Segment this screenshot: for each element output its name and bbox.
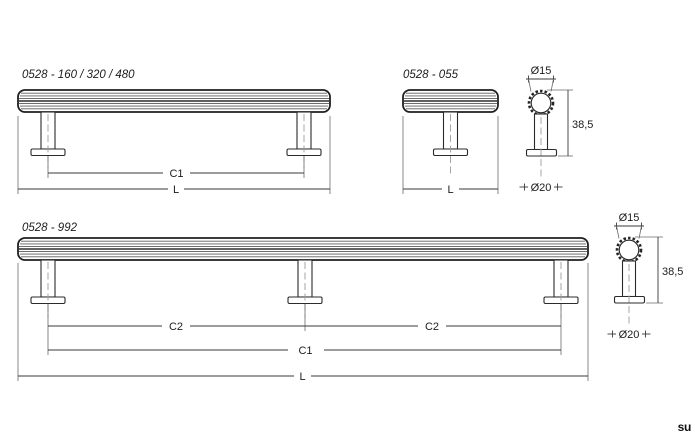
dimension-label-base-diameter: Ø20 [531,182,552,194]
extension-line [638,225,642,239]
dimension-label-top-diameter: Ø15 [619,212,640,224]
product-label: 0528 - 992 [22,222,78,234]
dimension-label-l: L [299,371,305,383]
dimension-label-l: L [447,184,453,196]
extension-line [528,78,532,92]
dimension-label-c1: C1 [298,345,312,357]
handle-bar-section [530,92,552,114]
dimension-label-c1: C1 [169,168,183,180]
side-view-top: Ø15 38,5 Ø20 [519,65,593,194]
extension-line [550,78,554,92]
post-flange [525,148,558,157]
dimension-label-top-diameter: Ø15 [531,65,552,77]
drawing-0528-160-320-480: 0528 - 160 / 320 / 480 C1 L [17,69,331,196]
post-flange [613,295,646,304]
drawing-0528-055: 0528 - 055 L [402,69,499,196]
brand-logo: su [678,420,691,434]
dimension-label-c2-left: C2 [169,321,183,333]
dimension-label-c2-right: C2 [425,321,439,333]
dimension-label-l: L [173,184,179,196]
extension-line [616,225,620,239]
side-view-bottom: Ø15 38,5 Ø20 [607,212,683,341]
drawing-0528-992: 0528 - 992 C2 C2 C1 [17,222,589,383]
dimension-label-height: 38,5 [572,119,593,131]
dimension-label-height: 38,5 [662,266,683,278]
handle-bar-section [618,239,640,261]
product-label: 0528 - 160 / 320 / 480 [22,69,135,81]
dimension-label-base-diameter: Ø20 [619,329,640,341]
product-label: 0528 - 055 [403,69,459,81]
